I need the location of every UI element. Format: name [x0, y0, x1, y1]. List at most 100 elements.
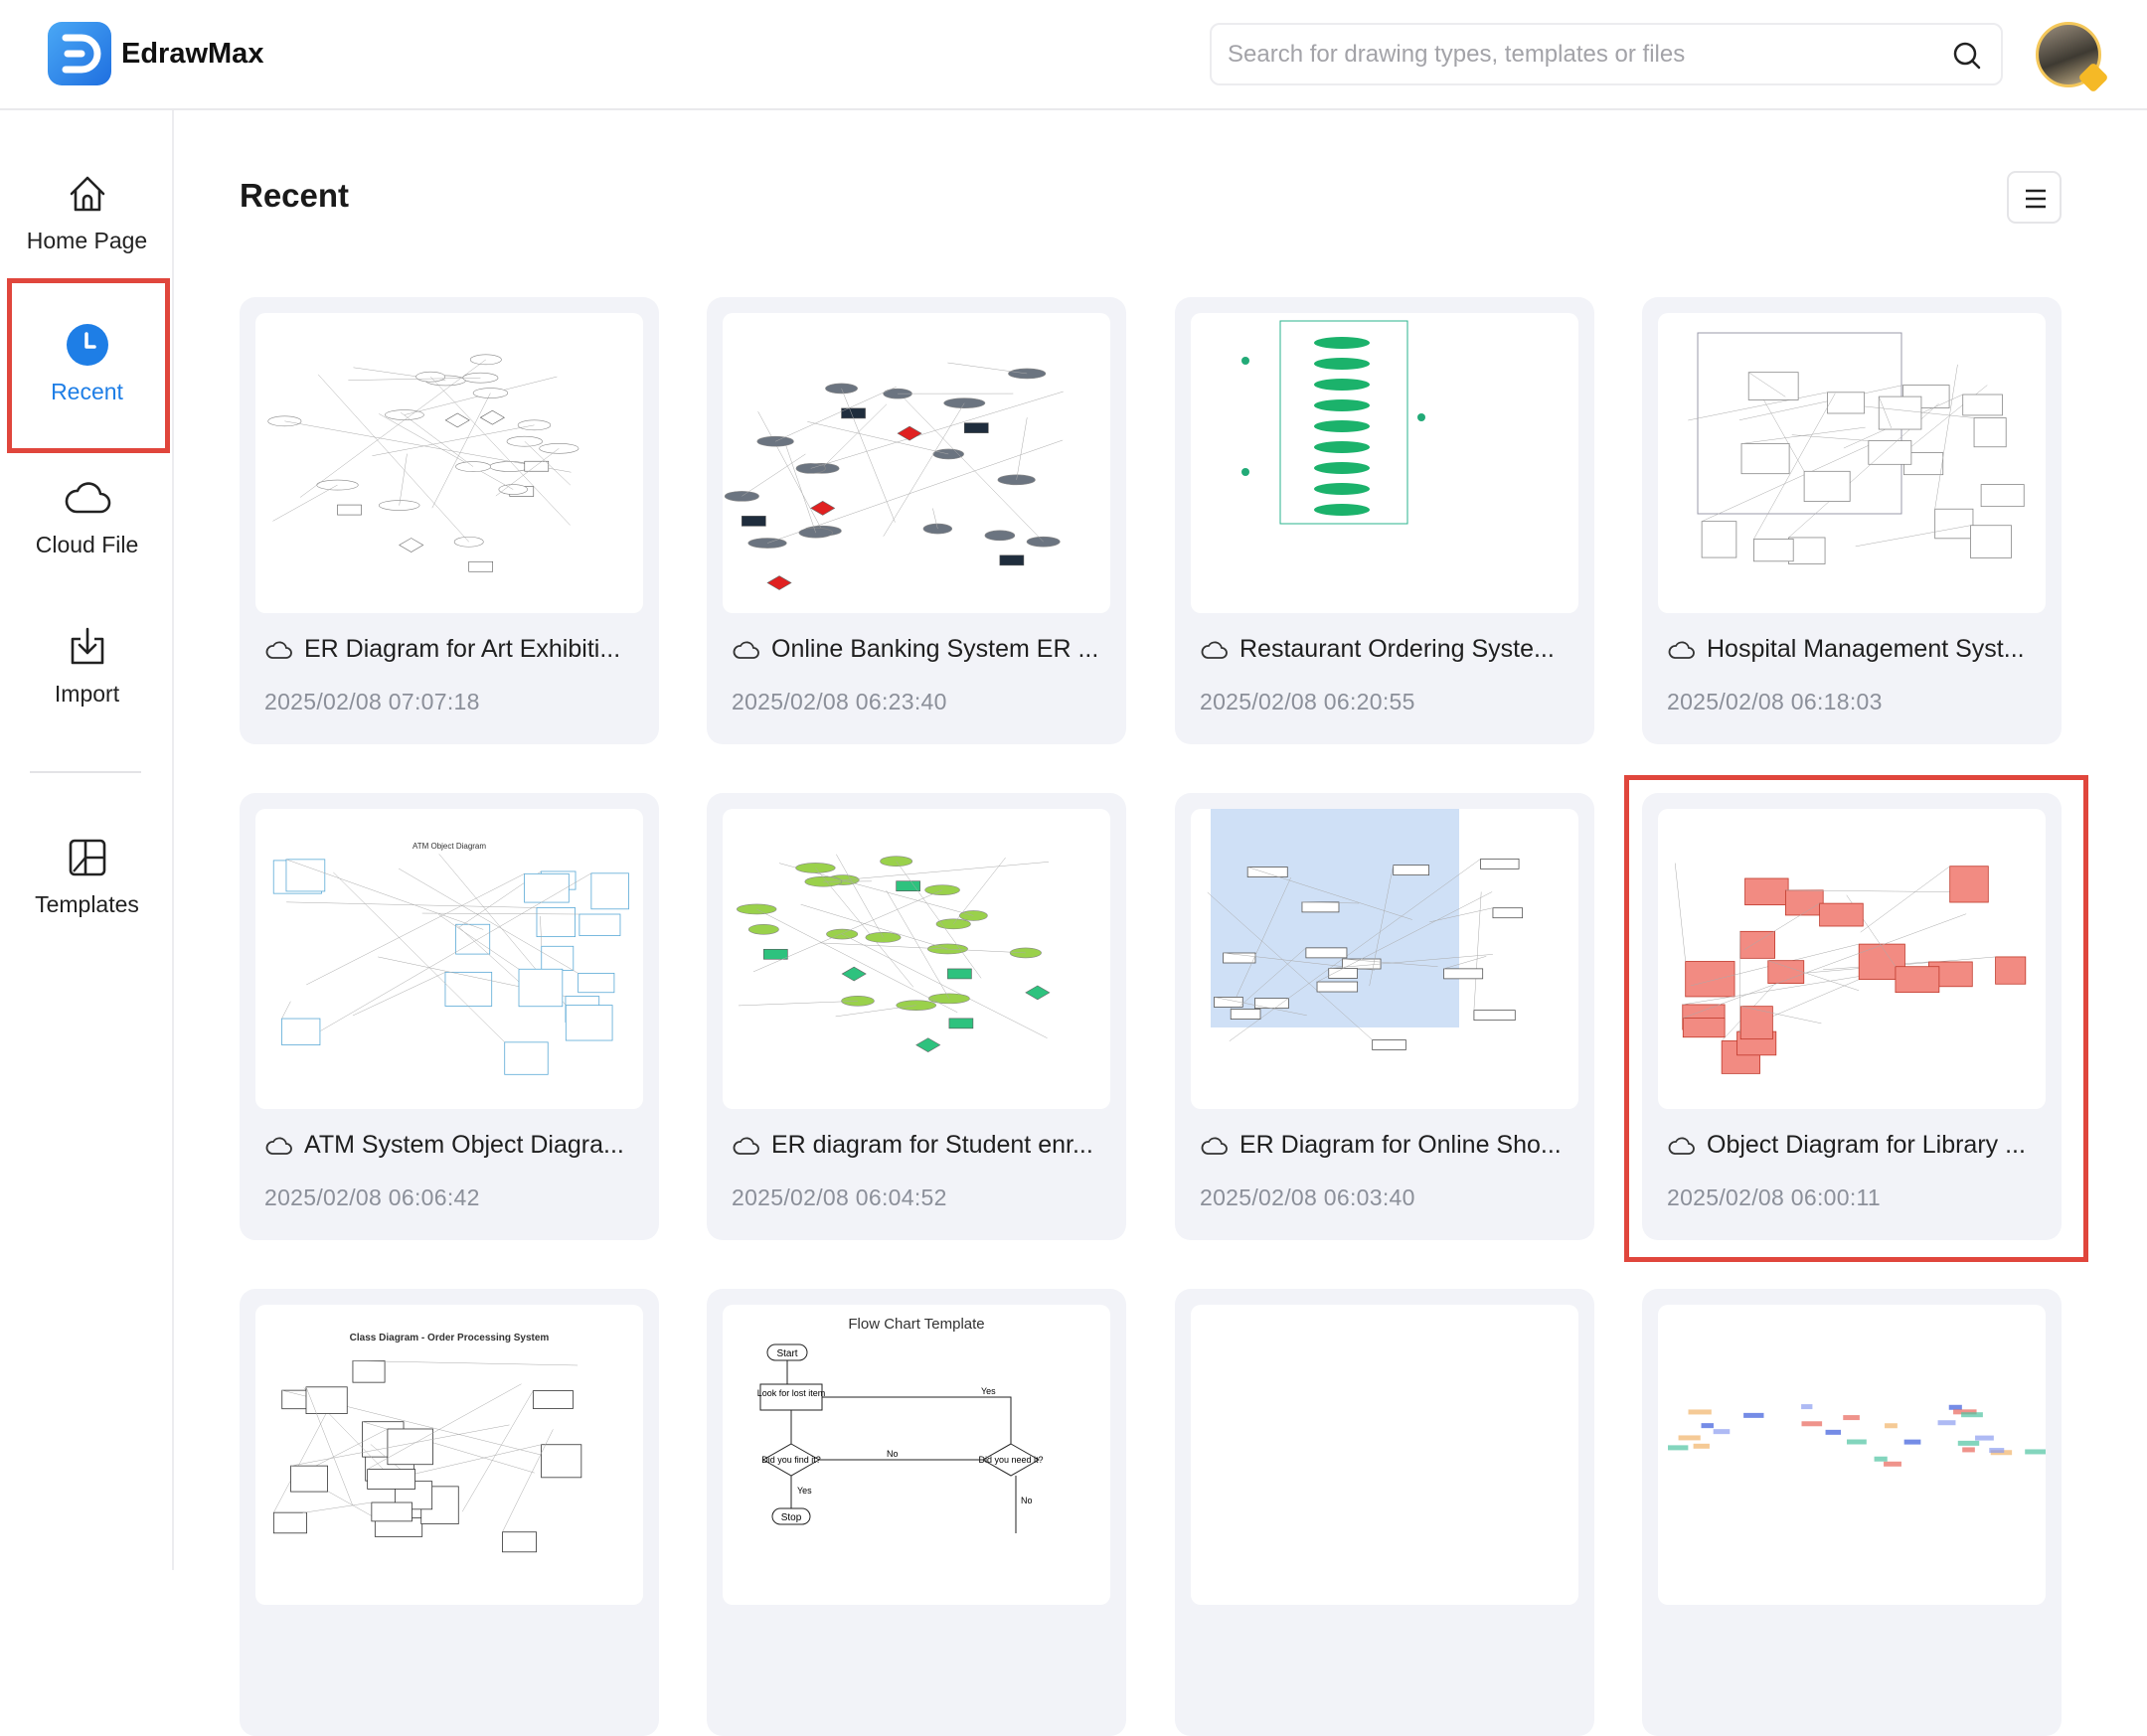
thumbnail-image	[1191, 809, 1578, 1109]
thumbnail-diagram	[1675, 864, 2026, 1074]
file-date: 2025/02/08 06:03:40	[1200, 1184, 1415, 1211]
thumbnail-diagram	[1208, 809, 1523, 1050]
list-view-button[interactable]	[2007, 171, 2062, 224]
svg-text:Did you need it?: Did you need it?	[978, 1455, 1043, 1465]
file-title[interactable]: Online Banking System ER ...	[732, 635, 1114, 664]
thumbnail-image	[1658, 809, 2046, 1109]
thumbnail-image	[723, 809, 1110, 1109]
file-date: 2025/02/08 06:18:03	[1667, 689, 1883, 715]
svg-text:Look for lost item: Look for lost item	[757, 1388, 826, 1398]
file-card[interactable]: Class Diagram - Order Processing System	[240, 1289, 659, 1736]
cloud-icon	[1667, 1134, 1697, 1158]
sidebar-item-cloud-file[interactable]: Cloud File	[0, 476, 174, 558]
file-title[interactable]: Restaurant Ordering Syste...	[1200, 635, 1582, 664]
sidebar-item-label: Templates	[0, 891, 174, 918]
file-title-text: ER diagram for Student enr...	[771, 1131, 1093, 1160]
list-icon	[2023, 186, 2049, 212]
recent-selection-highlight	[7, 278, 170, 453]
cloud-icon	[63, 476, 112, 520]
file-thumbnail[interactable]	[255, 313, 643, 613]
import-icon	[66, 625, 109, 669]
file-card[interactable]: ER Diagram for Online Sho... 2025/02/08 0…	[1175, 793, 1594, 1240]
file-card[interactable]: Hospital Management Syst... 2025/02/08 06…	[1642, 297, 2062, 744]
file-thumbnail[interactable]	[1658, 313, 2046, 613]
file-title[interactable]: ER diagram for Student enr...	[732, 1131, 1114, 1160]
file-date: 2025/02/08 06:06:42	[264, 1184, 480, 1211]
file-title[interactable]: ATM System Object Diagra...	[264, 1131, 647, 1160]
thumbnail-caption: Class Diagram - Order Processing System	[350, 1333, 550, 1343]
thumbnail-image	[1658, 313, 2046, 613]
file-thumbnail[interactable]: ATM Object Diagram	[255, 809, 643, 1109]
file-date: 2025/02/08 06:20:55	[1200, 689, 1415, 715]
svg-text:No: No	[1021, 1496, 1033, 1505]
thumbnail-diagram: ATM Object Diagram	[273, 842, 628, 1074]
search-box[interactable]	[1210, 23, 2003, 85]
file-title-text: Hospital Management Syst...	[1707, 635, 2025, 664]
sidebar-item-templates[interactable]: Templates	[0, 836, 174, 918]
sidebar-item-home-page[interactable]: Home Page	[0, 172, 174, 254]
file-card[interactable]: ER Diagram for Art Exhibiti... 2025/02/08…	[240, 297, 659, 744]
cloud-icon	[732, 638, 761, 662]
thumbnail-image: ATM Object Diagram	[255, 809, 643, 1109]
svg-text:Yes: Yes	[981, 1386, 996, 1396]
file-date: 2025/02/08 07:07:18	[264, 689, 480, 715]
cloud-icon	[1200, 638, 1230, 662]
svg-text:Did you find it?: Did you find it?	[761, 1455, 821, 1465]
thumbnail-image: Class Diagram - Order Processing System	[255, 1305, 643, 1605]
file-title-text: ER Diagram for Art Exhibiti...	[304, 635, 620, 664]
svg-text:No: No	[887, 1449, 899, 1459]
user-avatar[interactable]	[2036, 22, 2101, 87]
file-date: 2025/02/08 06:00:11	[1667, 1184, 1881, 1211]
file-card[interactable]: Restaurant Ordering Syste... 2025/02/08 0…	[1175, 297, 1594, 744]
vip-badge-icon	[2077, 62, 2108, 92]
file-card[interactable]: Object Diagram for Library ... 2025/02/08…	[1642, 793, 2062, 1240]
file-title[interactable]: ER Diagram for Online Sho...	[1200, 1131, 1582, 1160]
file-thumbnail[interactable]: Class Diagram - Order Processing System	[255, 1305, 643, 1605]
search-icon[interactable]	[1951, 40, 1983, 72]
file-thumbnail[interactable]	[723, 313, 1110, 613]
file-thumbnail[interactable]	[723, 809, 1110, 1109]
cloud-icon	[264, 1134, 294, 1158]
file-thumbnail[interactable]	[1191, 809, 1578, 1109]
thumbnail-image	[1191, 1305, 1578, 1605]
file-card[interactable]: Online Banking System ER ... 2025/02/08 0…	[707, 297, 1126, 744]
file-title-text: ER Diagram for Online Sho...	[1239, 1131, 1562, 1160]
templates-icon	[66, 836, 109, 879]
file-date: 2025/02/08 06:04:52	[732, 1184, 947, 1211]
file-title-text: ATM System Object Diagra...	[304, 1131, 624, 1160]
app-name: EdrawMax	[121, 38, 263, 71]
file-card[interactable]	[1175, 1289, 1594, 1736]
thumbnail-diagram	[1241, 321, 1425, 524]
thumbnail-diagram: Class Diagram - Order Processing System	[273, 1333, 580, 1552]
file-title[interactable]: Hospital Management Syst...	[1667, 635, 2050, 664]
file-thumbnail[interactable]	[1658, 809, 2046, 1109]
thumbnail-image	[723, 313, 1110, 613]
page-title: Recent	[240, 177, 349, 215]
thumbnail-diagram	[737, 855, 1050, 1052]
file-card[interactable]	[1642, 1289, 2062, 1736]
file-title[interactable]: ER Diagram for Art Exhibiti...	[264, 635, 647, 664]
thumbnail-diagram	[268, 355, 578, 571]
thumbnail-image	[1191, 313, 1578, 613]
thumbnail-caption: ATM Object Diagram	[413, 842, 486, 851]
svg-text:Start: Start	[776, 1348, 797, 1359]
file-thumbnail[interactable]	[1191, 1305, 1578, 1605]
file-card[interactable]: ER diagram for Student enr... 2025/02/08 …	[707, 793, 1126, 1240]
search-input[interactable]	[1228, 25, 1923, 83]
edrawmax-logo-icon[interactable]	[48, 22, 111, 85]
svg-text:Yes: Yes	[797, 1486, 812, 1496]
thumbnail-image	[1658, 1305, 2046, 1605]
file-date: 2025/02/08 06:23:40	[732, 689, 947, 715]
svg-text:Stop: Stop	[781, 1512, 802, 1523]
cloud-icon	[264, 638, 294, 662]
file-thumbnail[interactable]	[1191, 313, 1578, 613]
file-thumbnail[interactable]	[1658, 1305, 2046, 1605]
sidebar-item-import[interactable]: Import	[0, 625, 174, 708]
file-title-text: Restaurant Ordering Syste...	[1239, 635, 1555, 664]
file-title[interactable]: Object Diagram for Library ...	[1667, 1131, 2050, 1160]
